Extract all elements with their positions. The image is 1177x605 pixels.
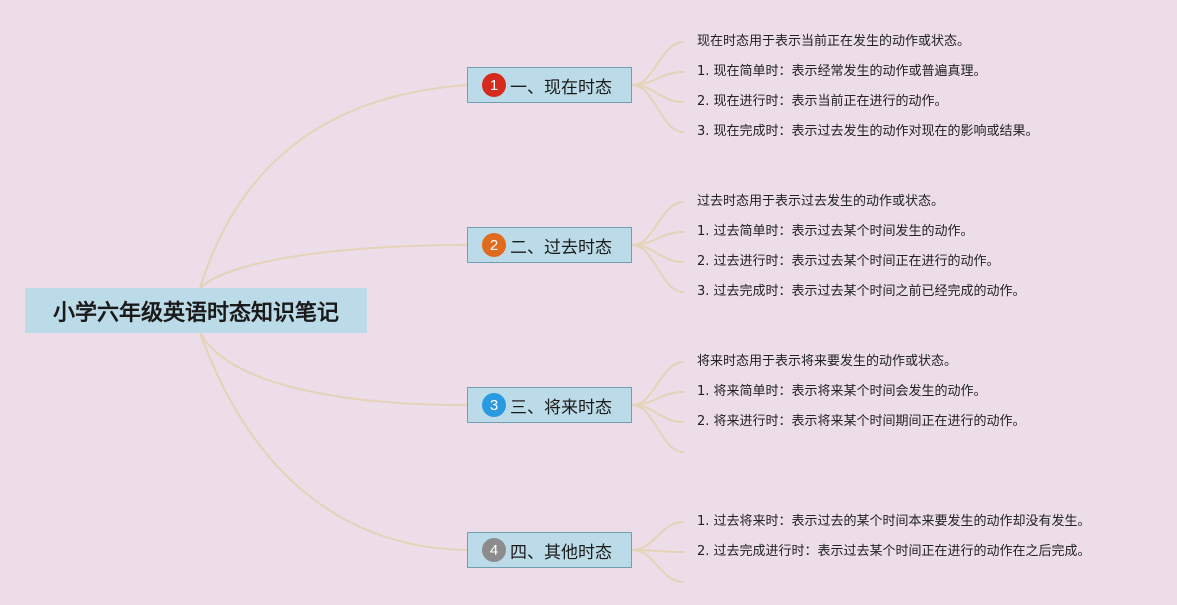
leaf-past-perfect[interactable]: 3. 过去完成时：表示过去某个时间之前已经完成的动作。 xyxy=(697,284,1026,299)
branch-present-tense-label: 一、现在时态 xyxy=(510,77,612,98)
connector-root-branch-2 xyxy=(199,244,468,289)
priority-1-icon: 1 xyxy=(482,73,506,97)
connector-branch-2-leaf-4 xyxy=(631,244,685,293)
branch-future-tense[interactable]: 3 三、将来时态 xyxy=(467,387,632,423)
leaf-present-simple[interactable]: 1. 现在简单时：表示经常发生的动作或普遍真理。 xyxy=(697,64,987,79)
branch-other-tense[interactable]: 4 四、其他时态 xyxy=(467,532,632,568)
central-topic-label: 小学六年级英语时态知识笔记 xyxy=(52,300,339,326)
leaf-other-past-future[interactable]: 1. 过去将来时：表示过去的某个时间本来要发生的动作却没有发生。 xyxy=(697,514,1091,529)
leaf-past-continuous[interactable]: 2. 过去进行时：表示过去某个时间正在进行的动作。 xyxy=(697,254,1000,269)
priority-2-icon: 2 xyxy=(482,233,506,257)
connector-branch-4-leaf-3 xyxy=(631,549,685,583)
leaf-other-past-perfect-continuous[interactable]: 2. 过去完成进行时：表示过去某个时间正在进行的动作在之后完成。 xyxy=(697,544,1091,559)
connector-root-branch-4 xyxy=(199,332,468,551)
branch-future-tense-label: 三、将来时态 xyxy=(510,397,612,418)
priority-3-icon: 3 xyxy=(482,393,506,417)
branch-other-tense-label: 四、其他时态 xyxy=(510,542,612,563)
leaf-past-simple[interactable]: 1. 过去简单时：表示过去某个时间发生的动作。 xyxy=(697,224,974,239)
connector-root-branch-1 xyxy=(199,84,468,289)
branch-past-tense[interactable]: 2 二、过去时态 xyxy=(467,227,632,263)
priority-4-icon: 4 xyxy=(482,538,506,562)
connector-branch-3-leaf-4 xyxy=(631,404,685,453)
leaf-present-perfect[interactable]: 3. 现在完成时：表示过去发生的动作对现在的影响或结果。 xyxy=(697,124,1039,139)
leaf-past-intro[interactable]: 过去时态用于表示过去发生的动作或状态。 xyxy=(697,194,945,209)
leaf-future-intro[interactable]: 将来时态用于表示将来要发生的动作或状态。 xyxy=(697,354,958,369)
leaf-future-simple[interactable]: 1. 将来简单时：表示将来某个时间会发生的动作。 xyxy=(697,384,987,399)
leaf-future-continuous[interactable]: 2. 将来进行时：表示将来某个时间期间正在进行的动作。 xyxy=(697,414,1026,429)
connector-branch-1-leaf-4 xyxy=(631,84,685,133)
branch-present-tense[interactable]: 1 一、现在时态 xyxy=(467,67,632,103)
central-topic[interactable]: 小学六年级英语时态知识笔记 xyxy=(25,288,367,333)
leaf-present-continuous[interactable]: 2. 现在进行时：表示当前正在进行的动作。 xyxy=(697,94,948,109)
branch-past-tense-label: 二、过去时态 xyxy=(510,237,612,258)
connector-branch-4-leaf-1 xyxy=(631,521,685,551)
leaf-present-intro[interactable]: 现在时态用于表示当前正在发生的动作或状态。 xyxy=(697,34,971,49)
connector-root-branch-3 xyxy=(199,332,468,406)
